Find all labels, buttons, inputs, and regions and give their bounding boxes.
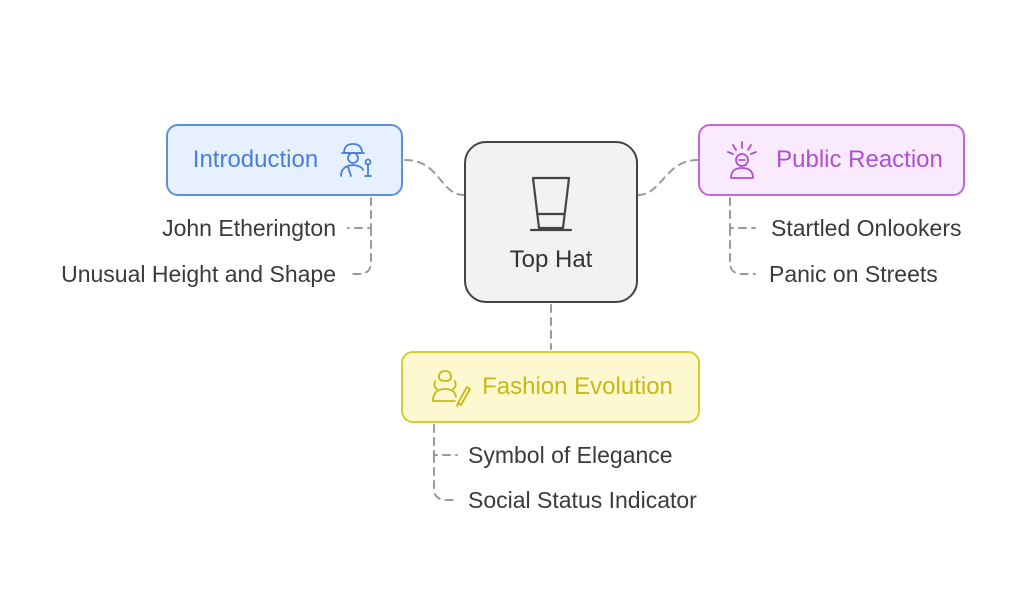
branch-public-reaction-label: Public Reaction	[776, 146, 943, 173]
connector-fashion-item-1	[433, 424, 458, 456]
connector-intro-item-2	[347, 227, 372, 275]
connector-reaction-item-2	[729, 227, 756, 275]
intro-item-1: John Etherington	[162, 215, 336, 241]
fashion-item-1: Symbol of Elegance	[468, 442, 673, 468]
connector-intro-item-1	[347, 197, 372, 229]
intro-item-2: Unusual Height and Shape	[61, 261, 336, 287]
worker-figure-icon	[332, 138, 376, 182]
startled-person-icon	[720, 138, 764, 182]
connector-reaction-item-1	[729, 197, 756, 229]
branch-fashion-evolution[interactable]: Fashion Evolution	[401, 351, 700, 423]
branch-fashion-evolution-label: Fashion Evolution	[482, 373, 673, 400]
connector-center-introduction	[404, 159, 465, 196]
reaction-item-2: Panic on Streets	[769, 261, 938, 287]
branch-introduction[interactable]: Introduction	[166, 124, 403, 196]
center-node[interactable]: Top Hat	[464, 141, 638, 303]
connector-center-reaction	[637, 159, 699, 196]
top-hat-icon	[521, 170, 581, 242]
branch-public-reaction[interactable]: Public Reaction	[698, 124, 965, 196]
center-label: Top Hat	[509, 246, 593, 273]
fashion-item-2: Social Status Indicator	[468, 487, 697, 513]
connector-fashion-item-2	[433, 454, 458, 501]
branch-introduction-label: Introduction	[192, 146, 319, 173]
reaction-item-1: Startled Onlookers	[771, 215, 962, 241]
figure-with-pencil-icon	[428, 365, 472, 409]
